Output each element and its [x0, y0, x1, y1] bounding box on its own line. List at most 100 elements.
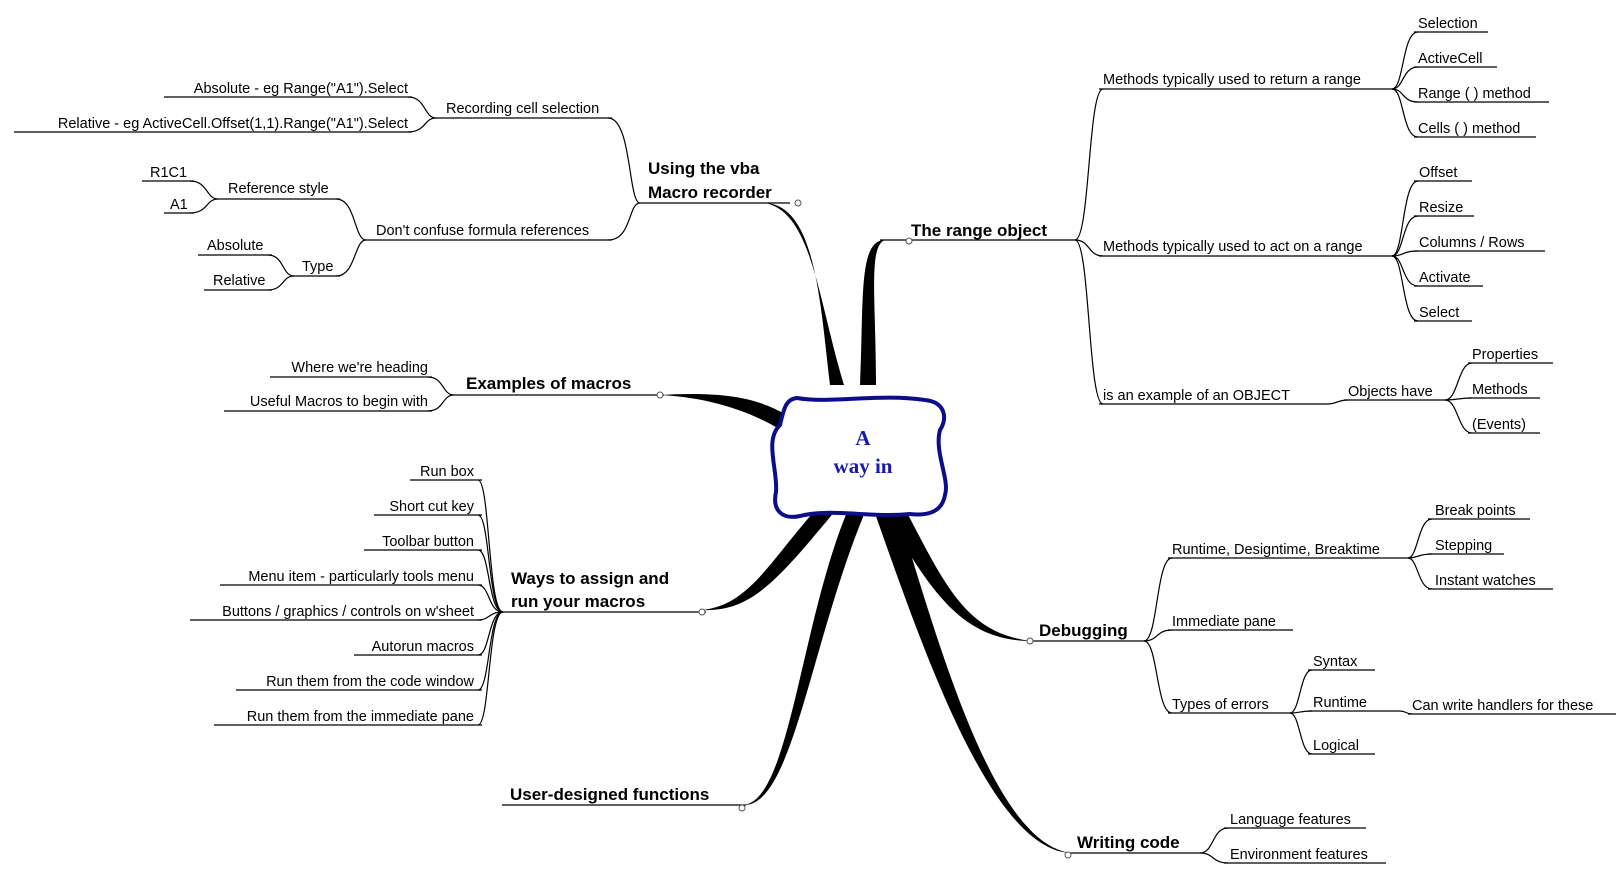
debug-break-points-label: Break points [1435, 503, 1516, 519]
objects-events[interactable]: (Events) [1468, 417, 1540, 434]
branch-range [860, 240, 885, 385]
range-return-methods-label: Methods typically used to return a range [1103, 72, 1361, 88]
central-topic-line1: A [855, 426, 871, 450]
code-environment-features-label: Environment features [1230, 847, 1368, 863]
topic-vba-title-line1: Using the vba [648, 159, 760, 178]
topic-writing-code[interactable]: Writing code [1068, 827, 1229, 864]
objects-properties[interactable]: Properties [1468, 347, 1553, 364]
range-act-resize[interactable]: Resize [1414, 200, 1474, 217]
errors-handlers-label: Can write handlers for these [1412, 698, 1593, 714]
recording-absolute[interactable]: Absolute - eg Range("A1").Select [164, 81, 412, 98]
branch-examples [660, 394, 786, 433]
debug-types-of-errors[interactable]: Types of errors [1168, 669, 1313, 755]
ways-autorun-macros-label: Autorun macros [372, 639, 474, 655]
range-act-methods[interactable]: Methods typically used to act on a range [1099, 180, 1419, 322]
code-language-features[interactable]: Language features [1224, 812, 1366, 829]
objects-have-label: Objects have [1348, 384, 1433, 400]
debug-break-points[interactable]: Break points [1428, 503, 1530, 520]
objects-have[interactable]: Objects have [1344, 362, 1473, 434]
range-act-activate[interactable]: Activate [1414, 270, 1483, 287]
recording-cell-selection[interactable]: Recording cell selection [407, 96, 612, 133]
debug-runtime-designtime[interactable]: Runtime, Designtime, Breaktime [1168, 518, 1433, 590]
ways-menu-item-label: Menu item - particularly tools menu [248, 569, 474, 585]
recording-relative-label: Relative - eg ActiveCell.Offset(1,1).Ran… [58, 116, 408, 132]
range-object-example[interactable]: is an example of an OBJECT [1099, 388, 1349, 405]
debug-runtime-designtime-label: Runtime, Designtime, Breaktime [1172, 542, 1380, 558]
dont-confuse-formula-references[interactable]: Don't confuse formula references [335, 198, 612, 277]
range-return-methods[interactable]: Methods typically used to return a range [1099, 31, 1419, 138]
examples-useful-macros[interactable]: Useful Macros to begin with [224, 394, 432, 412]
ways-toolbar-button[interactable]: Toolbar button [364, 534, 482, 551]
topic-vba-macro-recorder[interactable]: Using the vba Macro recorder [607, 117, 790, 241]
ways-menu-item[interactable]: Menu item - particularly tools menu [220, 569, 482, 586]
range-act-select[interactable]: Select [1414, 305, 1472, 322]
ways-code-window[interactable]: Run them from the code window [236, 674, 482, 691]
range-return-cells-method[interactable]: Cells ( ) method [1414, 121, 1536, 138]
reference-type[interactable]: Type [267, 254, 340, 291]
debug-instant-watches[interactable]: Instant watches [1428, 573, 1553, 590]
branch-code [872, 505, 1072, 853]
reference-r1c1-label: R1C1 [150, 165, 187, 181]
debug-types-of-errors-label: Types of errors [1172, 697, 1269, 713]
dont-confuse-label: Don't confuse formula references [376, 223, 589, 239]
errors-syntax-label: Syntax [1313, 654, 1358, 670]
ways-short-cut-key[interactable]: Short cut key [374, 499, 482, 516]
debug-immediate-pane-label: Immediate pane [1172, 614, 1276, 630]
debug-stepping[interactable]: Stepping [1428, 538, 1504, 555]
ways-immediate-pane[interactable]: Run them from the immediate pane [214, 709, 482, 726]
topic-ways-to-assign[interactable]: Ways to assign and run your macros [477, 479, 706, 726]
objects-methods[interactable]: Methods [1468, 382, 1540, 399]
ways-immediate-pane-label: Run them from the immediate pane [247, 709, 474, 725]
topic-debugging-title: Debugging [1039, 621, 1128, 640]
errors-runtime-label: Runtime [1313, 695, 1367, 711]
examples-where-heading[interactable]: Where we're heading [270, 360, 432, 378]
errors-logical[interactable]: Logical [1308, 738, 1375, 755]
debug-immediate-pane[interactable]: Immediate pane [1168, 614, 1293, 631]
branch-ways [702, 505, 840, 611]
connector-dot-code [1064, 851, 1072, 859]
ways-autorun-macros[interactable]: Autorun macros [354, 639, 482, 656]
recording-cell-selection-label: Recording cell selection [446, 101, 599, 117]
connector-dot-examples [656, 391, 664, 399]
objects-methods-label: Methods [1472, 382, 1528, 398]
range-return-range-method[interactable]: Range ( ) method [1414, 86, 1549, 103]
errors-runtime[interactable]: Runtime [1308, 695, 1413, 715]
range-return-activecell[interactable]: ActiveCell [1414, 51, 1497, 68]
range-act-offset[interactable]: Offset [1414, 165, 1472, 182]
topic-examples-of-macros[interactable]: Examples of macros [427, 374, 664, 412]
reference-style[interactable]: Reference style [189, 180, 340, 214]
debug-instant-watches-label: Instant watches [1435, 573, 1536, 589]
range-act-columns-rows[interactable]: Columns / Rows [1414, 235, 1545, 252]
reference-r1c1[interactable]: R1C1 [142, 165, 194, 182]
ways-buttons-graphics[interactable]: Buttons / graphics / controls on w'sheet [190, 604, 482, 621]
type-absolute-label: Absolute [207, 238, 263, 254]
examples-useful-macros-label: Useful Macros to begin with [250, 394, 428, 410]
range-return-selection[interactable]: Selection [1414, 16, 1488, 33]
ways-run-box[interactable]: Run box [410, 464, 482, 481]
branch-debug [880, 505, 1030, 641]
main-branches [660, 203, 1072, 853]
errors-handlers[interactable]: Can write handlers for these [1408, 698, 1616, 715]
central-topic[interactable]: A way in [770, 395, 948, 519]
topic-writing-code-title: Writing code [1077, 833, 1180, 852]
reference-a1[interactable]: A1 [164, 197, 194, 214]
topic-user-designed-functions[interactable]: User-designed functions [502, 785, 746, 806]
errors-syntax[interactable]: Syntax [1308, 654, 1375, 671]
topic-range-object[interactable]: The range object [880, 88, 1104, 405]
range-return-selection-label: Selection [1418, 16, 1478, 32]
range-object-example-label: is an example of an OBJECT [1103, 388, 1290, 404]
recording-relative[interactable]: Relative - eg ActiveCell.Offset(1,1).Ran… [14, 116, 412, 133]
range-return-cells-method-label: Cells ( ) method [1418, 121, 1520, 137]
range-act-columns-rows-label: Columns / Rows [1419, 235, 1525, 251]
central-topic-line2: way in [834, 454, 893, 478]
topic-debugging[interactable]: Debugging [1030, 557, 1173, 714]
type-relative[interactable]: Relative [204, 273, 272, 291]
ways-toolbar-button-label: Toolbar button [382, 534, 474, 550]
range-act-offset-label: Offset [1419, 165, 1457, 181]
range-act-methods-label: Methods typically used to act on a range [1103, 239, 1363, 255]
type-absolute[interactable]: Absolute [198, 238, 272, 256]
topic-vba-title-line2: Macro recorder [648, 183, 772, 202]
code-environment-features[interactable]: Environment features [1224, 847, 1386, 864]
connector-dot-range [905, 237, 913, 245]
